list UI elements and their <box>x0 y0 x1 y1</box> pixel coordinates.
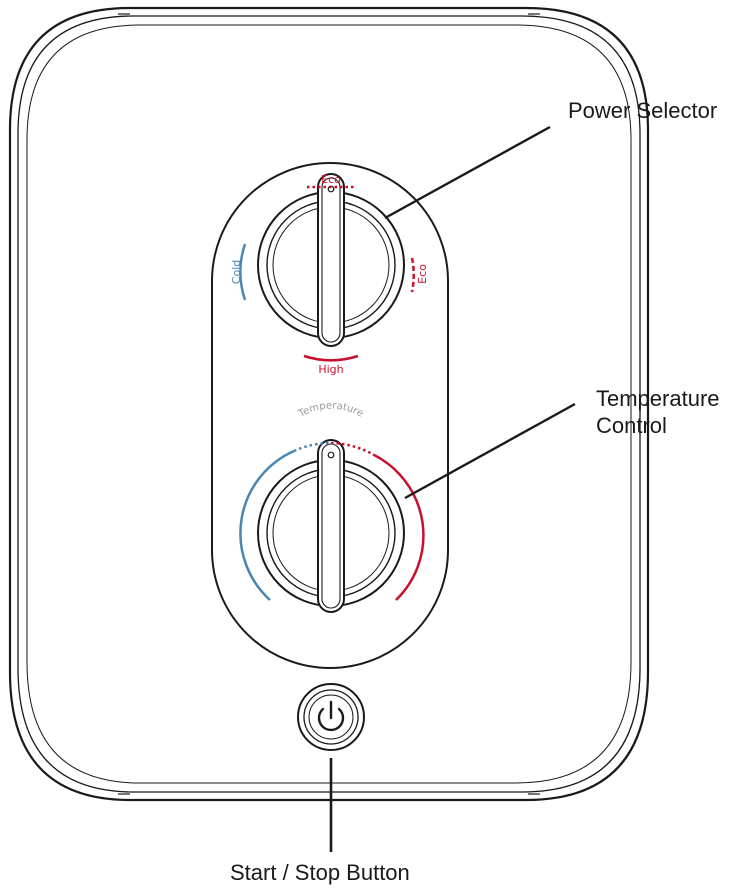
temperature-callout-line2: Control <box>596 413 667 438</box>
temperature-callout-line1: Temperature <box>596 386 720 411</box>
power-top-label: Eco <box>321 173 341 186</box>
power-selector-dial[interactable] <box>257 173 405 347</box>
power-selector-markings <box>239 185 415 362</box>
power-icon <box>317 700 345 732</box>
power-left-label: Cold <box>230 260 243 284</box>
power-selector-callout: Power Selector <box>568 98 718 123</box>
shower-body <box>8 6 650 802</box>
temperature-top-label: Temperature <box>296 401 365 421</box>
power-selector-leader <box>384 125 551 220</box>
power-right-label: Eco <box>416 264 429 284</box>
start-stop-callout: Start / Stop Button <box>230 860 410 885</box>
start-stop-button[interactable] <box>297 683 365 751</box>
temperature-leader <box>404 402 576 500</box>
control-panel-oval <box>211 162 449 669</box>
temperature-scale <box>239 441 425 601</box>
temperature-control-dial[interactable] <box>257 439 405 613</box>
power-bottom-label: High <box>318 363 343 376</box>
